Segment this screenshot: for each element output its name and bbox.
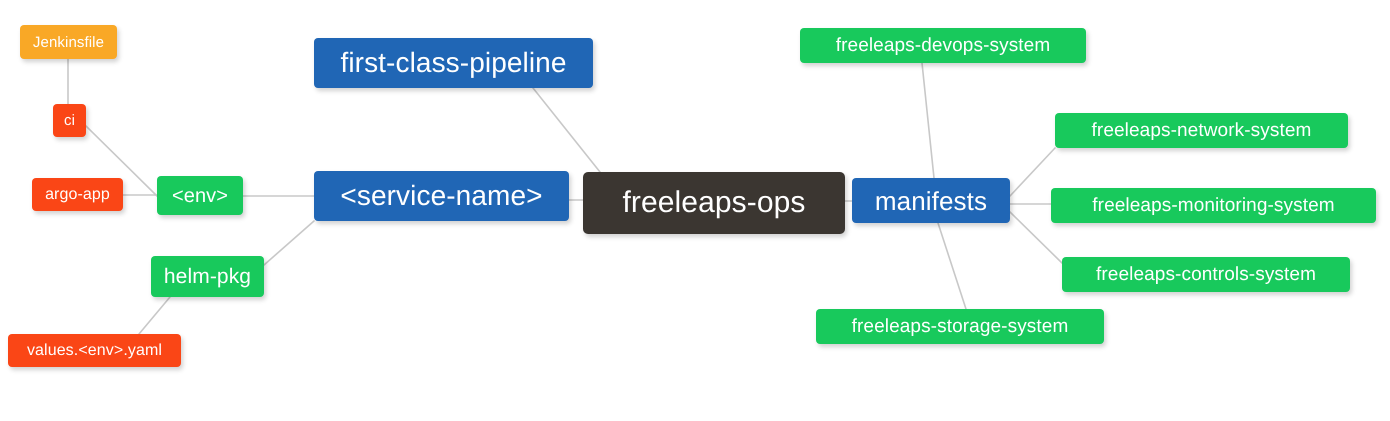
mindmap-node-argo-app[interactable]: argo-app: [32, 178, 123, 211]
mindmap-node-jenkinsfile[interactable]: Jenkinsfile: [20, 25, 117, 59]
node-label-argo-app: argo-app: [45, 185, 110, 203]
mindmap-node-env[interactable]: <env>: [157, 176, 243, 215]
node-label-manifests: manifests: [874, 185, 988, 216]
node-label-values-env-yaml: values.<env>.yaml: [26, 341, 163, 359]
node-label-service-name: <service-name>: [340, 180, 543, 211]
node-label-freeleaps-devops-system: freeleaps-devops-system: [835, 35, 1051, 56]
mindmap-node-helm-pkg[interactable]: helm-pkg: [151, 256, 264, 297]
mindmap-node-freeleaps-network-system[interactable]: freeleaps-network-system: [1055, 113, 1348, 148]
node-label-jenkinsfile: Jenkinsfile: [32, 33, 105, 51]
mindmap-node-freeleaps-controls-system[interactable]: freeleaps-controls-system: [1062, 257, 1350, 292]
mindmap-node-service-name[interactable]: <service-name>: [314, 171, 569, 221]
node-label-helm-pkg: helm-pkg: [163, 265, 252, 288]
node-label-freeleaps-ops: freeleaps-ops: [622, 186, 806, 219]
node-label-freeleaps-controls-system: freeleaps-controls-system: [1095, 264, 1317, 285]
node-label-freeleaps-monitoring-system: freeleaps-monitoring-system: [1092, 195, 1335, 216]
node-label-freeleaps-network-system: freeleaps-network-system: [1091, 120, 1312, 141]
mindmap-node-manifests[interactable]: manifests: [852, 178, 1010, 223]
edge-manifests-to-freeleaps-network-system: [1009, 147, 1056, 197]
node-label-ci: ci: [63, 112, 76, 129]
node-label-env: <env>: [171, 184, 229, 207]
mindmap-node-freeleaps-ops[interactable]: freeleaps-ops: [583, 172, 845, 234]
edge-manifests-to-freeleaps-devops-system: [921, 62, 935, 179]
mindmap-node-freeleaps-storage-system[interactable]: freeleaps-storage-system: [816, 309, 1104, 344]
mindmap-node-values-env-yaml[interactable]: values.<env>.yaml: [8, 334, 181, 367]
mindmap-node-first-class-pipeline[interactable]: first-class-pipeline: [314, 38, 593, 88]
edge-helm-pkg-to-values-env-yaml: [138, 296, 171, 335]
node-label-first-class-pipeline: first-class-pipeline: [340, 47, 567, 78]
edge-first-class-pipeline-to-freeleaps-ops: [532, 87, 601, 173]
mindmap-node-ci[interactable]: ci: [53, 104, 86, 137]
mindmap-node-freeleaps-monitoring-system[interactable]: freeleaps-monitoring-system: [1051, 188, 1376, 223]
node-label-freeleaps-storage-system: freeleaps-storage-system: [851, 316, 1069, 337]
edge-service-name-to-helm-pkg: [263, 220, 315, 266]
mindmap-node-freeleaps-devops-system[interactable]: freeleaps-devops-system: [800, 28, 1086, 63]
edge-manifests-to-freeleaps-storage-system: [937, 222, 967, 310]
